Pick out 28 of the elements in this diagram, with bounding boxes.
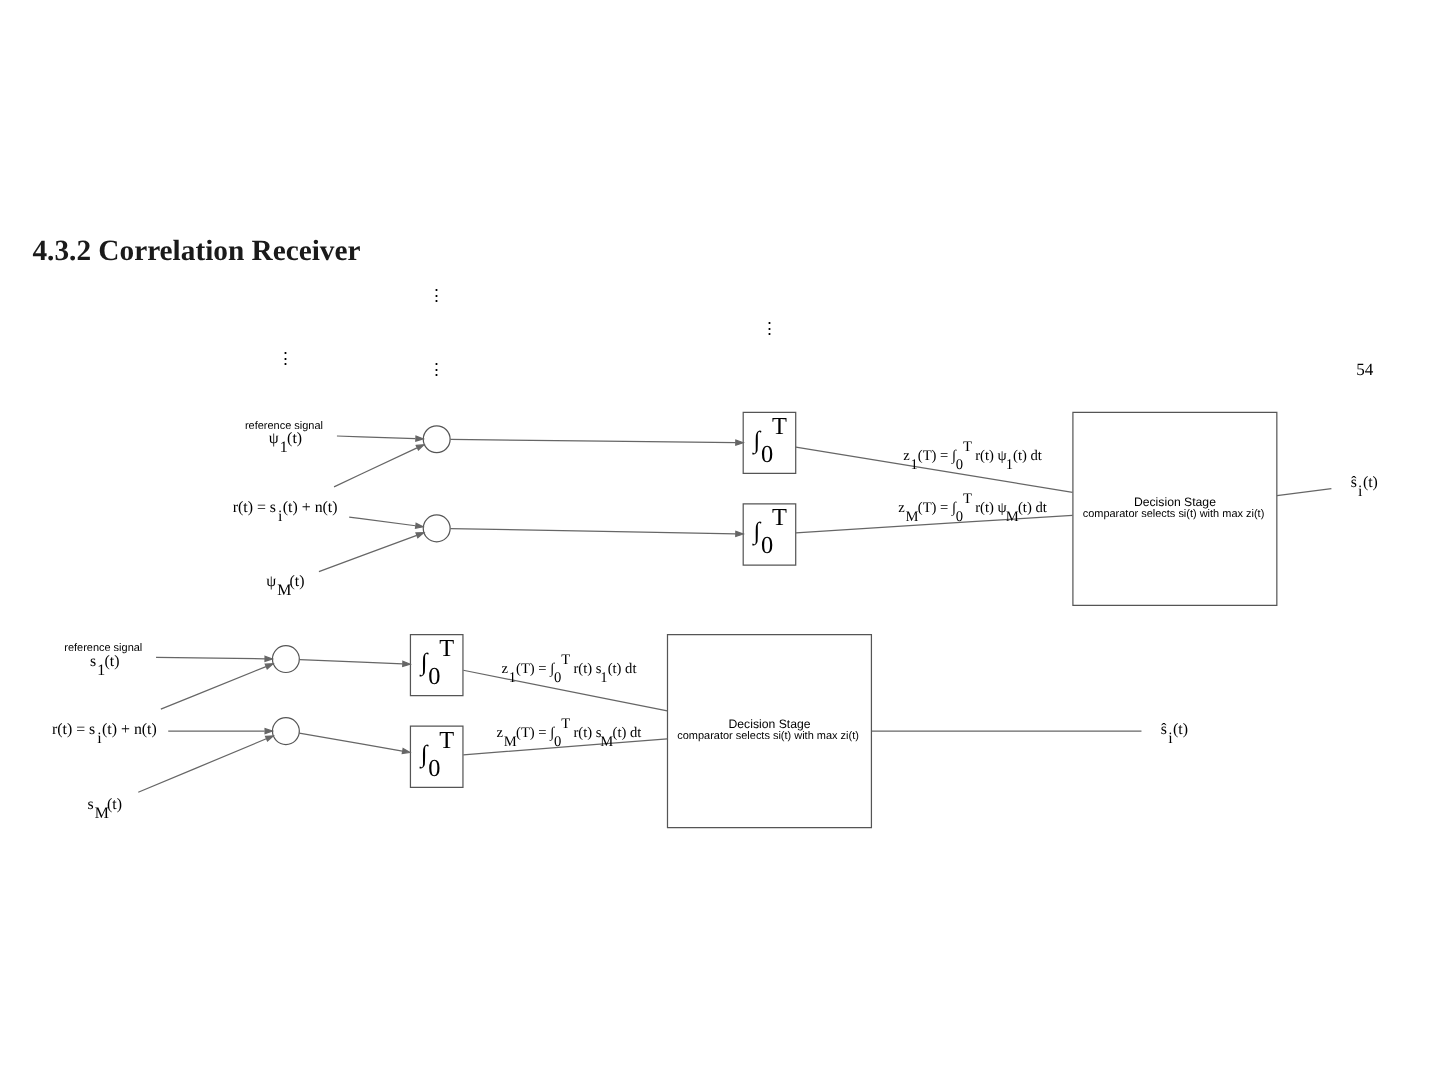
- node-circle: [271, 645, 300, 674]
- diagram-title: 4.3.2 Correlation Receiver: [32, 235, 361, 268]
- arrow: [299, 659, 412, 668]
- connector: [871, 730, 1143, 732]
- connector: [795, 446, 1074, 493]
- arrow: [298, 732, 412, 755]
- connector: [1276, 488, 1332, 497]
- arrow: [449, 528, 745, 538]
- arrow: [348, 516, 425, 530]
- arrow: [137, 735, 275, 793]
- label: ⋮: [277, 348, 296, 369]
- label: ⋮: [760, 317, 779, 338]
- node-circle: [271, 717, 300, 746]
- arrow: [155, 655, 275, 663]
- arrow: [160, 663, 275, 710]
- arrow: [167, 727, 275, 735]
- connector: [462, 738, 668, 756]
- label: 54: [1356, 359, 1374, 380]
- arrow: [318, 532, 426, 573]
- arrow: [336, 435, 426, 442]
- arrow: [333, 443, 426, 488]
- node-circle: [422, 425, 451, 454]
- connector: [462, 669, 668, 712]
- node-circle: [422, 514, 451, 543]
- label: ⋮: [428, 284, 447, 305]
- label: ⋮: [428, 359, 447, 380]
- connector: [795, 514, 1074, 534]
- arrow: [449, 438, 745, 446]
